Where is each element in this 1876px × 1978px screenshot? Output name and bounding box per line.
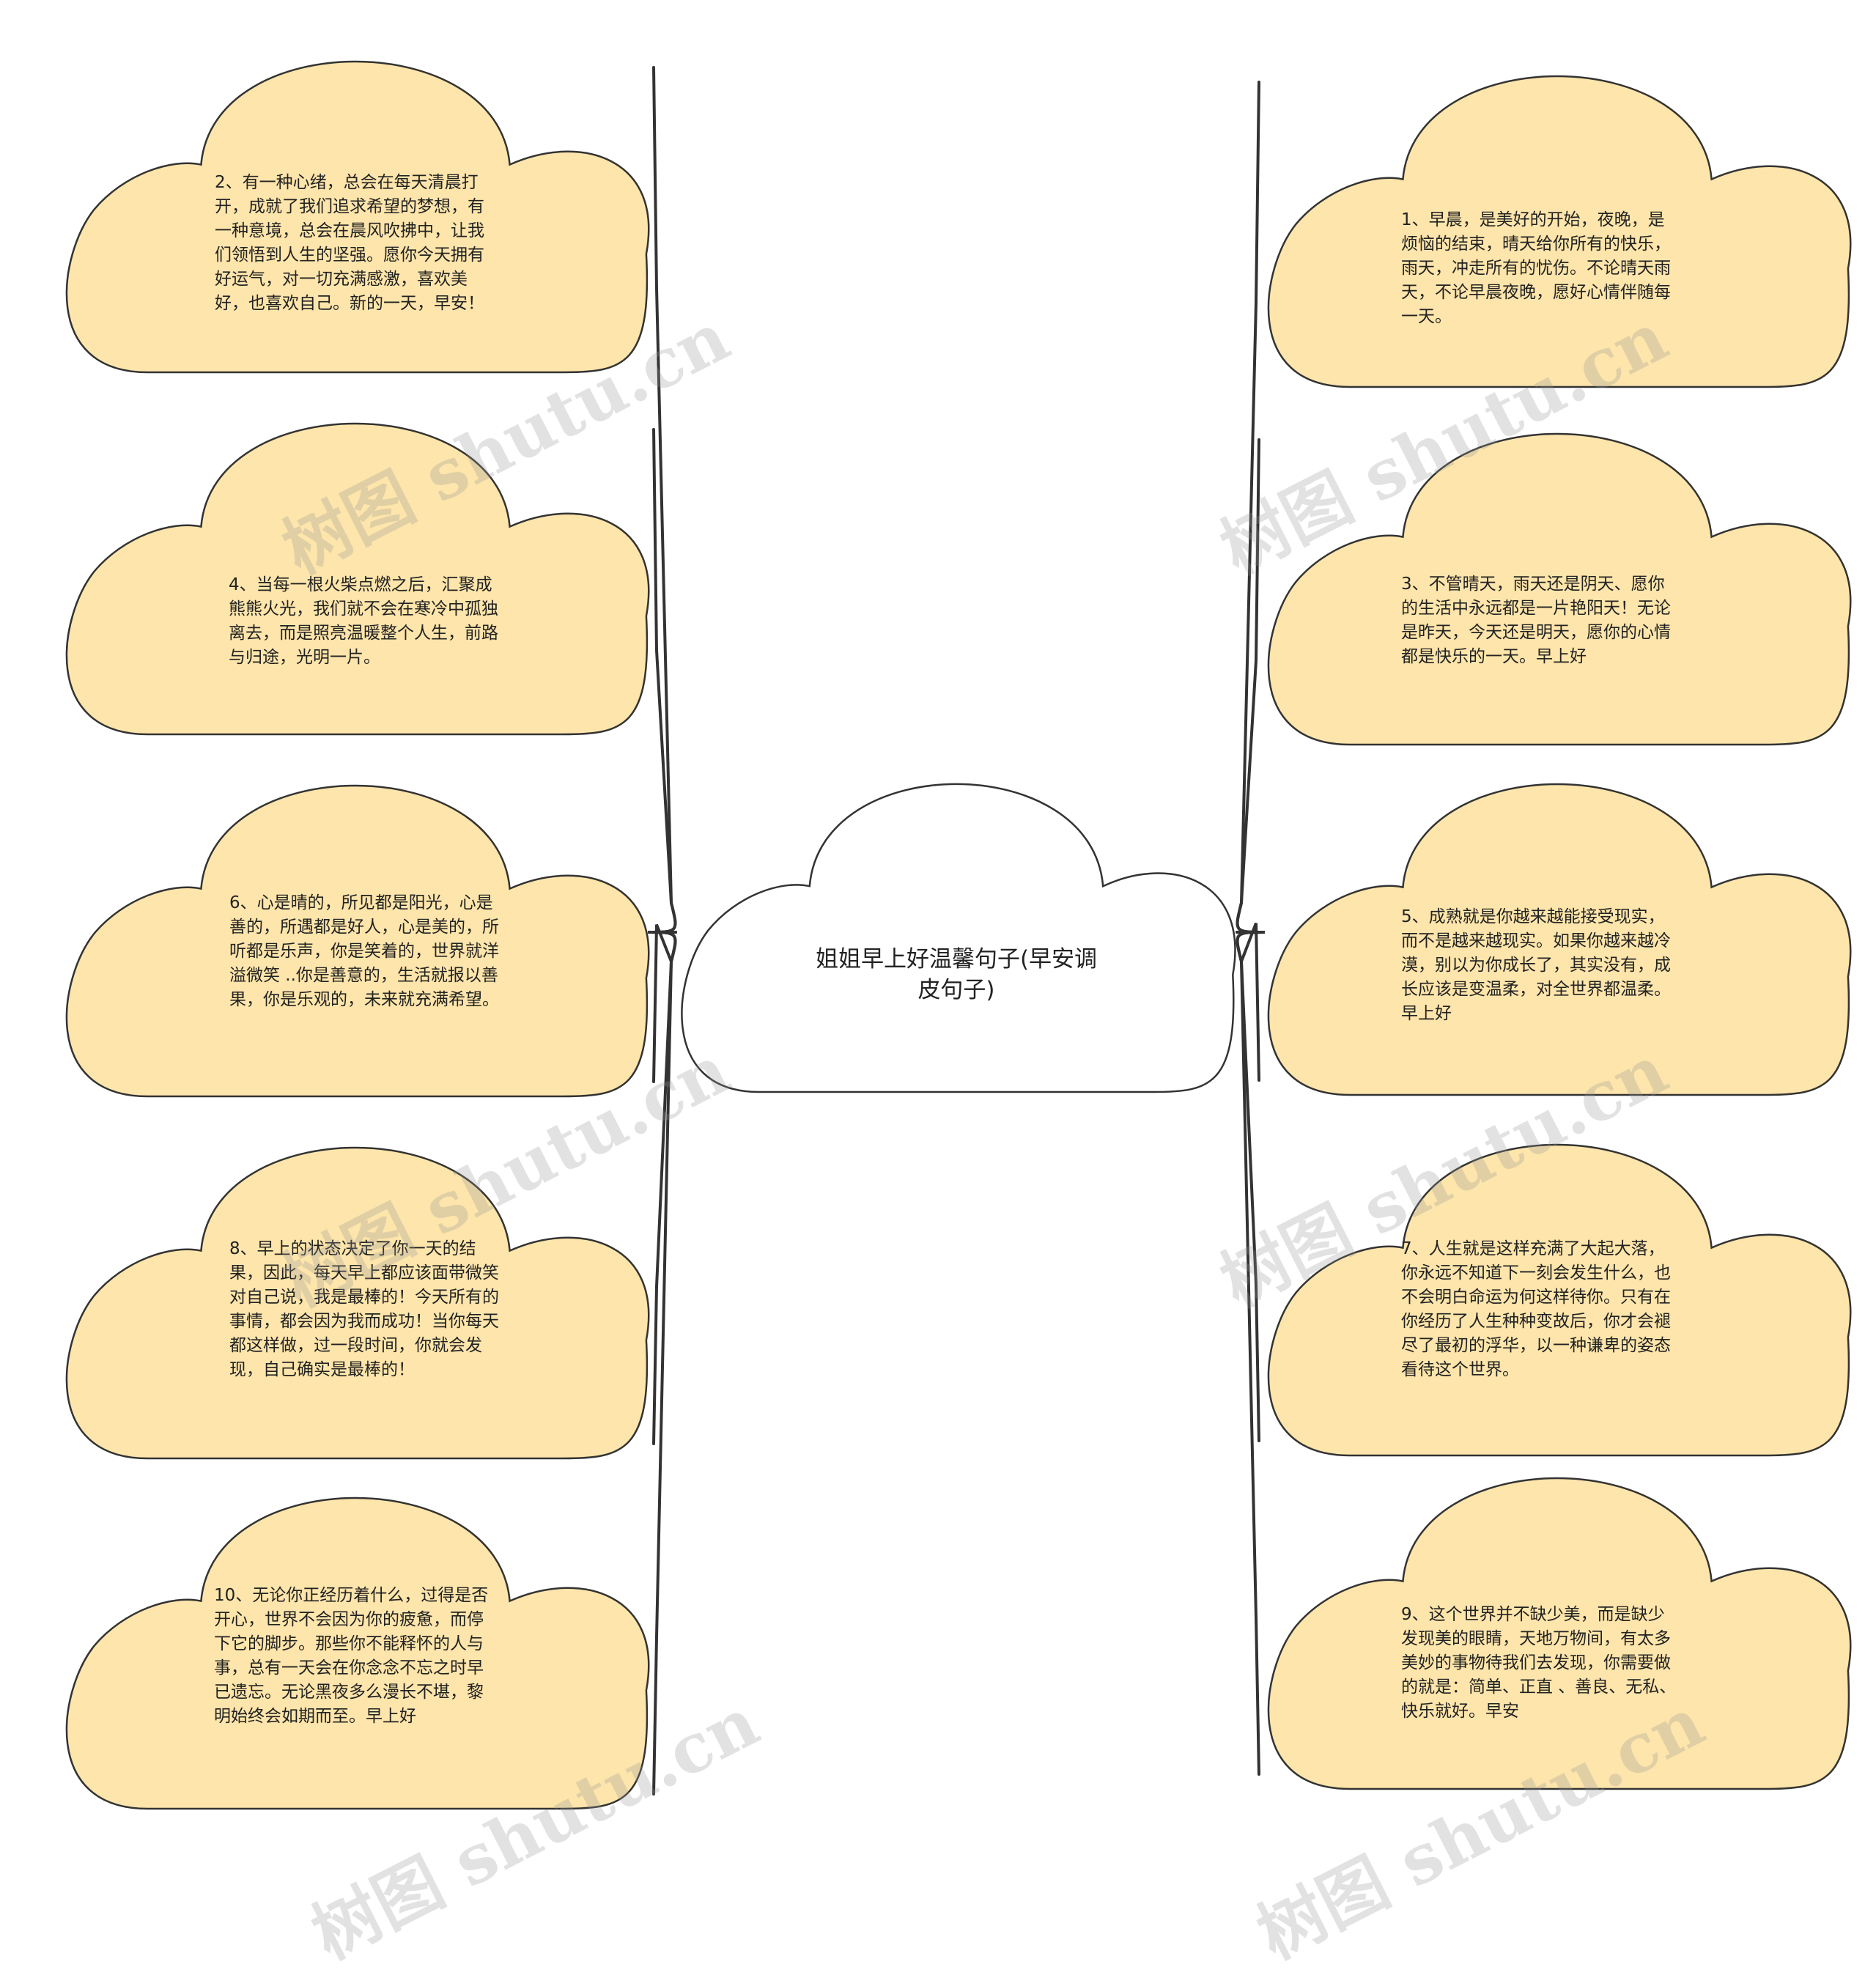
node-7-text[interactable]: 7、人生就是这样充满了大起大落，你永远不知道下一刻会发生什么，也不会明白命运为何…: [1401, 1239, 1671, 1379]
node-6-text[interactable]: 6、心是晴的，所见都是阳光，心是善的，所遇都是好人，心是美的，所听都是乐声，你是…: [229, 893, 499, 1009]
node-2-cloud[interactable]: [65, 60, 650, 374]
node-1-cloud[interactable]: [1267, 75, 1852, 388]
node-10-cloud[interactable]: [65, 1497, 650, 1810]
cloud-shapes: [65, 60, 1852, 1810]
node-1-text[interactable]: 1、早晨，是美好的开始，夜晚，是烦恼的结束，晴天给你所有的快乐，雨天，冲走所有的…: [1401, 210, 1671, 326]
node-5-cloud[interactable]: [1267, 783, 1852, 1096]
node-9-text[interactable]: 9、这个世界并不缺少美，而是缺少发现美的眼睛，天地万物间，有太多美妙的事物待我们…: [1401, 1605, 1677, 1721]
node-4-cloud[interactable]: [65, 422, 650, 736]
connector-lines: [647, 66, 1266, 1796]
connector-to-node-1: [1236, 81, 1266, 934]
connector-to-node-10: [647, 931, 677, 1796]
root-node-title[interactable]: 姐姐早上好温馨句子(早安调皮句子): [815, 946, 1098, 1003]
mind-map-canvas: [65, 60, 1852, 1810]
connector-to-node-9: [1236, 931, 1266, 1776]
node-5-text[interactable]: 5、成熟就是你越来越能接受现实，而不是越来越现实。如果你越来越冷漠，别以为你成长…: [1401, 907, 1671, 1023]
connector-to-node-2: [647, 66, 677, 934]
node-7-cloud[interactable]: [1267, 1143, 1852, 1457]
node-8-text[interactable]: 8、早上的状态决定了你一天的结果，因此，每天早上都应该面带微笑对自己说，我是最棒…: [229, 1239, 499, 1379]
node-2-text[interactable]: 2、有一种心绪，总会在每天清晨打开，成就了我们追求希望的梦想，有一种意境，总会在…: [215, 173, 484, 313]
node-9-cloud[interactable]: [1267, 1477, 1852, 1790]
node-4-text[interactable]: 4、当每一根火柴点燃之后，汇聚成熊熊火光，我们就不会在寒冷中孤独离去，而是照亮温…: [229, 575, 498, 667]
node-3-text[interactable]: 3、不管晴天，雨天还是阴天、愿你的生活中永远都是一片艳阳天！无论是昨天，今天还是…: [1401, 575, 1671, 666]
node-8-cloud[interactable]: [65, 1146, 650, 1460]
root-cloud[interactable]: [681, 783, 1236, 1093]
node-10-text[interactable]: 10、无论你正经历着什么，过得是否开心，世界不会因为你的疲惫，而停下它的脚步。那…: [214, 1586, 489, 1726]
node-6-cloud[interactable]: [65, 784, 650, 1098]
node-3-cloud[interactable]: [1267, 432, 1852, 746]
